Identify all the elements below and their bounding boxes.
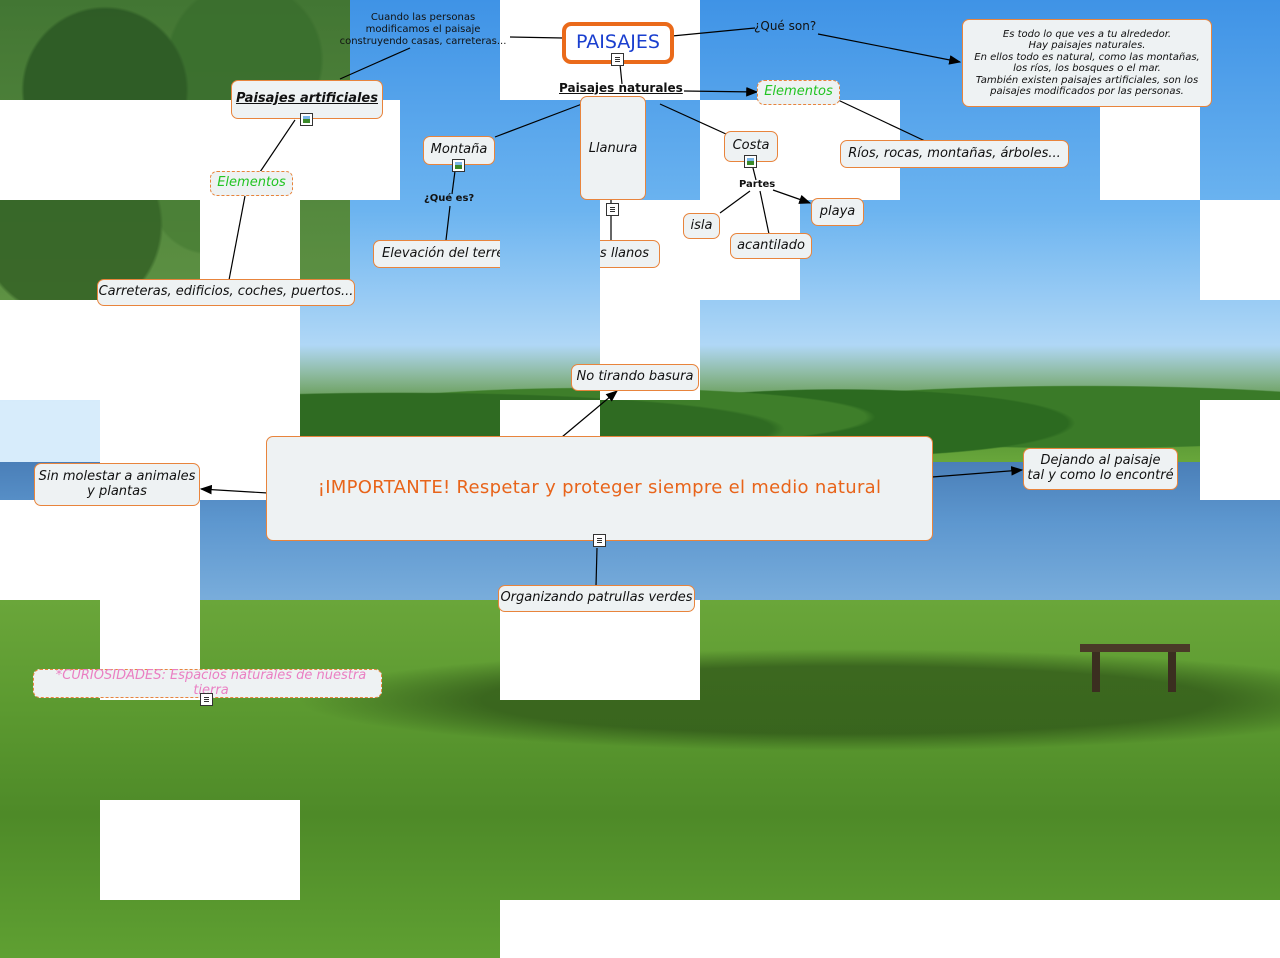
isla-node[interactable]: isla [683,213,720,239]
action-green-patrols-node[interactable]: Organizando patrullas verdes [498,585,695,612]
costa-link-label: Partes [739,179,776,190]
acantilado-node[interactable]: acantilado [730,233,812,259]
blank-tile [500,600,700,700]
park-bench [1080,640,1190,696]
image-icon[interactable] [300,113,313,126]
document-icon[interactable] [606,203,619,216]
artificial-note: Cuando las personas modificamos el paisa… [339,12,507,47]
important-node[interactable]: ¡IMPORTANTE! Respetar y proteger siempre… [266,436,933,541]
artificial-elements-node[interactable]: Carreteras, edificios, coches, puertos..… [97,279,355,306]
blank-tile [1100,100,1200,200]
root-link-label: ¿Qué son? [754,19,817,33]
natural-landscapes-label[interactable]: Paisajes naturales [559,81,683,95]
blank-tile [1200,200,1280,300]
action-no-litter-node[interactable]: No tirando basura [571,364,699,391]
montana-definition-clip: Elevación del terreno [373,240,500,268]
action-respect-wildlife-node[interactable]: Sin molestar a animales y plantas [34,463,200,506]
image-icon[interactable] [452,159,465,172]
document-icon[interactable] [611,53,624,66]
llanura-definition-node[interactable]: Terrenos llanos [600,240,660,268]
blank-tile [500,900,1280,958]
llanura-definition-clip: Terrenos llanos [600,240,660,268]
montana-link-label: ¿Qué es? [424,193,475,204]
blank-tile [1200,400,1280,500]
natural-elements-node[interactable]: Ríos, rocas, montañas, árboles... [840,140,1069,168]
tree-shadow [200,640,1280,760]
natural-elements-label[interactable]: Elementos [757,80,840,105]
blank-tile [0,300,300,400]
blank-tile [0,500,200,600]
image-icon[interactable] [744,155,757,168]
blank-tile [100,800,300,900]
document-icon[interactable] [200,693,213,706]
montana-definition-node[interactable]: Elevación del terreno [373,240,500,268]
artificial-elements-label[interactable]: Elementos [210,171,293,196]
action-leave-as-found-node[interactable]: Dejando al paisaje tal y como lo encontr… [1023,448,1178,490]
document-icon[interactable] [593,534,606,547]
playa-node[interactable]: playa [811,198,864,226]
llanura-node[interactable]: Llanura [580,96,646,200]
definition-node[interactable]: Es todo lo que ves a tu alrededor. Hay p… [962,19,1212,107]
